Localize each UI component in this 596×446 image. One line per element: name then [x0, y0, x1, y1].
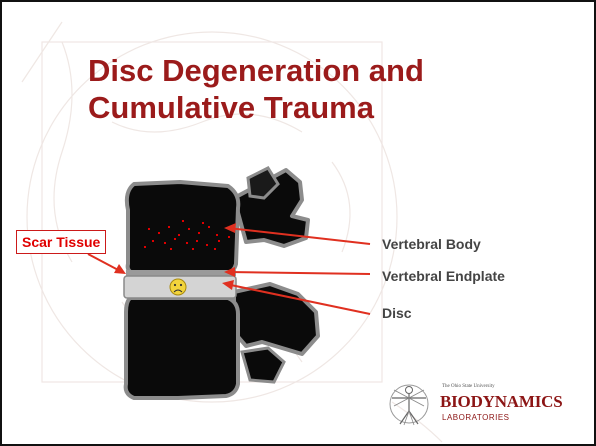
logo-name: BIODYNAMICS [440, 392, 562, 412]
label-scar-tissue: Scar Tissue [16, 230, 106, 254]
upper-vertebral-body [127, 182, 238, 274]
lower-facet [242, 348, 284, 382]
label-disc: Disc [382, 305, 412, 321]
lower-vertebral-body [126, 298, 238, 398]
label-vertebral-body: Vertebral Body [382, 236, 481, 252]
biodynamics-logo: The Ohio State University BIODYNAMICS LA… [384, 378, 564, 430]
sad-face-icon [170, 279, 186, 295]
vitruvian-logo-icon [384, 378, 434, 430]
posterior-elements [234, 168, 318, 382]
logo-university-text: The Ohio State University [442, 384, 495, 389]
vertebral-endplate [126, 270, 236, 276]
label-vertebral-endplate: Vertebral Endplate [382, 268, 505, 284]
logo-subtitle: LABORATORIES [442, 413, 510, 422]
arrow-vertebral-endplate [228, 272, 370, 274]
